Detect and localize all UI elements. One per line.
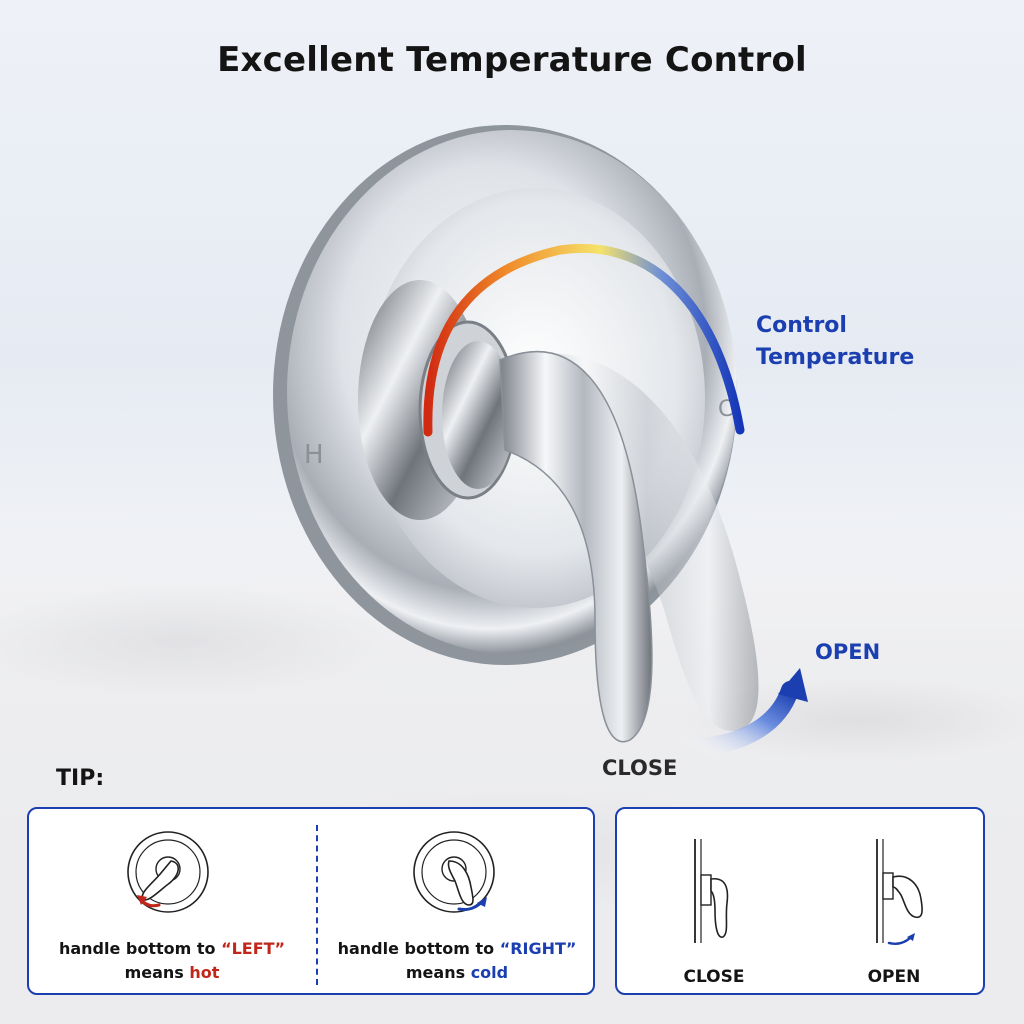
handle-close-side-diagram bbox=[694, 839, 729, 943]
open-callout: OPEN bbox=[815, 640, 881, 664]
close-diagram-label: CLOSE bbox=[683, 967, 745, 987]
open-diagram-label: OPEN bbox=[867, 967, 921, 987]
left-tip-result: hot bbox=[189, 963, 220, 982]
handle-left-diagram bbox=[127, 831, 209, 913]
right-tip-means: means bbox=[405, 963, 471, 982]
open-close-box: CLOSE OPEN bbox=[615, 807, 985, 995]
control-temperature-callout: Control Temperature bbox=[756, 310, 914, 374]
control-temperature-line1: Control bbox=[756, 313, 847, 338]
close-callout: CLOSE bbox=[602, 756, 678, 780]
right-tip-caption: handle bottom to “RIGHT” means cold bbox=[322, 937, 592, 985]
page-title: Excellent Temperature Control bbox=[217, 40, 807, 80]
open-arrow-icon bbox=[681, 681, 799, 757]
left-tip-keyword: “LEFT” bbox=[221, 939, 286, 958]
hot-marker: H bbox=[304, 440, 324, 470]
right-tip-keyword: “RIGHT” bbox=[499, 939, 577, 958]
left-tip-means: means bbox=[124, 963, 190, 982]
tip-direction-box: handle bottom to “LEFT” means hot handle… bbox=[27, 807, 595, 995]
right-tip-result: cold bbox=[470, 963, 509, 982]
cold-marker: C bbox=[718, 397, 733, 422]
handle-right-diagram bbox=[413, 831, 495, 913]
control-temperature-line2: Temperature bbox=[756, 345, 915, 370]
tip-divider bbox=[316, 825, 318, 985]
tip-heading: TIP: bbox=[56, 766, 105, 791]
temperature-arc bbox=[423, 243, 745, 437]
right-tip-prefix: handle bottom to bbox=[337, 939, 500, 958]
handle-open-side-diagram bbox=[876, 839, 923, 945]
left-tip-prefix: handle bottom to bbox=[58, 939, 222, 958]
left-tip-caption: handle bottom to “LEFT” means hot bbox=[37, 937, 307, 985]
